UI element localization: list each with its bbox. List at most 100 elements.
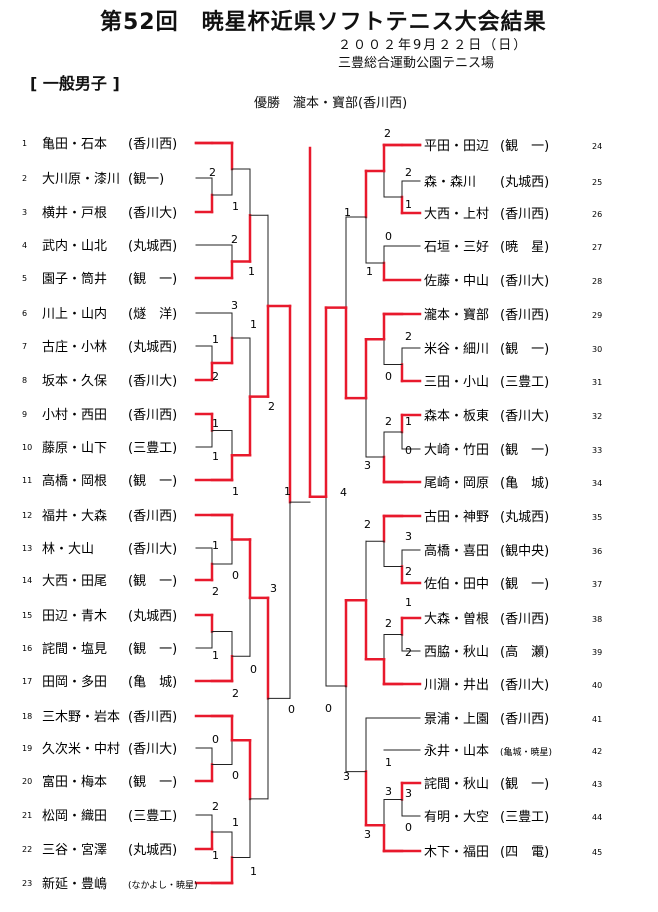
player-pair: 佐伯・田中	[424, 577, 489, 592]
player-team: (観 一)	[500, 139, 549, 154]
match-score: 1	[366, 265, 373, 278]
player-pair: 石垣・三好	[424, 240, 489, 255]
match-score: 0	[385, 230, 392, 243]
seed-number: 5	[22, 274, 27, 283]
player-team: (観 一)	[500, 443, 549, 458]
match-score: 2	[364, 518, 371, 531]
player-pair: 大森・曽根	[424, 612, 489, 627]
player-team: (香川西)	[128, 137, 177, 152]
seed-number: 42	[592, 747, 602, 756]
match-score: 1	[250, 318, 257, 331]
match-score: 1	[385, 756, 392, 769]
match-score: 2	[405, 646, 412, 659]
match-score: 2	[268, 400, 275, 413]
player-pair: 川上・山内	[42, 306, 107, 322]
match-score: 2	[232, 687, 239, 700]
match-score: 3	[405, 787, 412, 800]
player-team: (観 一)	[500, 777, 549, 792]
match-score: 0	[250, 663, 257, 676]
match-score: 0	[232, 569, 239, 582]
seed-number: 17	[22, 677, 32, 686]
match-score: 2	[212, 585, 219, 598]
player-team: (観 一)	[128, 272, 177, 287]
player-pair: 森・森川	[424, 175, 476, 190]
seed-number: 28	[592, 277, 602, 286]
player-pair: 古田・神野	[424, 510, 489, 525]
match-score: 1	[248, 265, 255, 278]
seed-number: 45	[592, 848, 602, 857]
player-team: (丸城西)	[128, 843, 177, 858]
match-score: 1	[405, 415, 412, 428]
player-team: (香川西)	[128, 509, 177, 524]
match-score: 2	[385, 415, 392, 428]
player-pair: 田岡・多田	[42, 674, 107, 690]
player-pair: 新延・豊嶋	[42, 876, 107, 892]
seed-number: 8	[22, 376, 27, 385]
player-pair: 三田・小山	[424, 375, 489, 390]
match-score: 0	[385, 370, 392, 383]
player-pair: 園子・筒井	[42, 271, 107, 287]
player-team: (三豊工)	[128, 441, 177, 456]
player-pair: 林・大山	[42, 542, 94, 557]
match-score: 1	[212, 333, 219, 346]
seed-number: 36	[592, 547, 602, 556]
seed-number: 3	[22, 208, 27, 217]
player-team: (香川西)	[500, 207, 549, 222]
player-pair: 大西・上村	[424, 207, 489, 222]
player-pair: 詫間・秋山	[424, 777, 489, 792]
player-pair: 平田・田辺	[424, 139, 489, 154]
player-pair: 景浦・上園	[424, 712, 489, 727]
player-team: (丸城西)	[500, 510, 549, 525]
seed-number: 13	[22, 544, 32, 553]
event-date: ２００２年9月２２日（日）	[338, 38, 529, 53]
seed-number: 29	[592, 311, 602, 320]
seed-number: 27	[592, 243, 602, 252]
player-pair: 米谷・細川	[424, 342, 489, 357]
player-pair: 古庄・小林	[42, 339, 107, 355]
player-team: (香川西)	[128, 408, 177, 423]
seed-number: 21	[22, 811, 32, 820]
match-score: 2	[209, 166, 216, 179]
match-score: 3	[405, 530, 412, 543]
match-score: 1	[284, 485, 291, 498]
player-pair: 木下・福田	[424, 845, 489, 860]
match-score: 2	[384, 127, 391, 140]
seed-number: 18	[22, 712, 32, 721]
match-score: 2	[405, 330, 412, 343]
match-score: 2	[405, 565, 412, 578]
player-pair: 坂本・久保	[42, 374, 107, 389]
seed-number: 19	[22, 744, 32, 753]
seed-number: 9	[22, 410, 27, 419]
seed-number: 15	[22, 611, 32, 620]
player-team: (三豊工)	[128, 809, 177, 824]
match-score: 0	[405, 444, 412, 457]
player-pair: 三谷・宮澤	[42, 842, 107, 858]
player-pair: 詫間・塩見	[42, 642, 107, 657]
player-team: (観中央)	[500, 544, 549, 559]
player-pair: 大西・田尾	[42, 574, 107, 589]
player-pair: 富田・梅本	[42, 774, 107, 790]
player-team: (三豊工)	[500, 810, 549, 825]
player-pair: 横井・戸根	[42, 206, 107, 221]
match-score: 0	[288, 703, 295, 716]
player-team: (香川西)	[500, 612, 549, 627]
winner-label: 優勝 瀧本・寶部(香川西)	[254, 96, 408, 111]
seed-number: 1	[22, 139, 27, 148]
match-score: 3	[385, 785, 392, 798]
player-team: (観 一)	[500, 342, 549, 357]
player-pair: 高橋・喜田	[424, 543, 489, 559]
player-team: (丸城西)	[500, 175, 549, 190]
player-pair: 西脇・秋山	[424, 645, 489, 660]
seed-number: 25	[592, 178, 602, 187]
player-pair: 藤原・山下	[42, 441, 107, 456]
match-score: 1	[232, 485, 239, 498]
player-pair: 森本・板東	[424, 408, 489, 424]
match-score: 3	[343, 770, 350, 783]
seed-number: 30	[592, 345, 602, 354]
player-pair: 松岡・織田	[42, 809, 107, 824]
match-score: 2	[212, 800, 219, 813]
seed-number: 22	[22, 845, 32, 854]
player-team: (香川大)	[128, 206, 177, 221]
player-team: (丸城西)	[128, 340, 177, 355]
player-team: (四 電)	[500, 845, 549, 860]
